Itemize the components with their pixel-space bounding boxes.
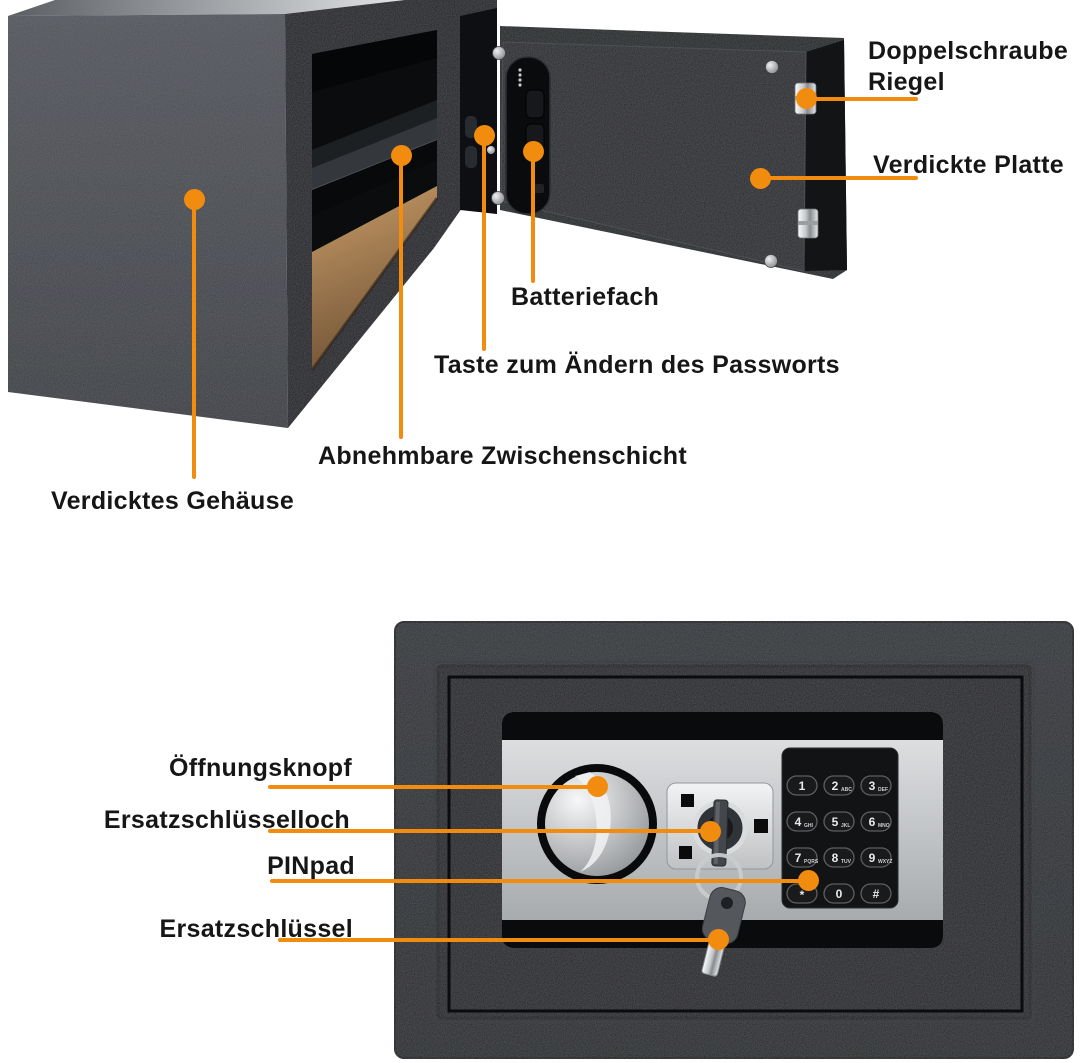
leader-line-oeffnungsknopf [268,785,598,789]
leader-dot-schluesselloch [700,821,721,842]
leader-line-zwischenschicht [399,154,403,439]
leader-line-gehaeuse [192,198,196,479]
leader-dot-oeffnungsknopf [587,776,608,797]
leader-dot-batteriefach [523,141,544,162]
label-schluesselloch: Ersatzschlüsselloch [103,806,350,834]
label-zwischenschicht: Abnehmbare Zwischenschicht [318,442,687,470]
label-pinpad: PINpad [267,852,355,880]
keypad-letters-tuv: TUV [841,859,852,865]
keypad-key-1: 1 [799,779,806,793]
leader-dot-gehaeuse [184,189,205,210]
hinge-knuckle [465,146,477,168]
keypad-letters-jkl: JKL [841,823,850,829]
hinge-column [460,8,497,214]
leader-dot-ersatzschluessel [708,929,729,950]
label-batteriefach: Batteriefach [511,283,660,311]
keypad-letters-mno: MNO [878,823,890,829]
door-inner-plate [500,41,807,272]
leader-line-taste-passwort [482,134,486,351]
opening-knob [537,764,657,884]
pin-pad: 1 2 3 4 5 6 7 8 9 * 0 # ABC DEF GHI [781,747,899,909]
label-oeffnungsknopf: Öffnungsknopf [168,754,352,782]
leader-dot-pinpad [798,870,819,891]
label-doppelschraube-riegel: Doppelschraube Riegel [868,36,1068,98]
leader-line-pinpad [270,879,810,883]
label-doppelschraube-line1: Doppelschraube [868,37,1069,65]
label-ersatzschluessel: Ersatzschlüssel [159,915,353,943]
leader-line-doppelschraube [806,97,918,101]
hinge-screw [487,146,495,154]
battery-compartment [505,56,551,215]
keypad-key-4: 4 [795,815,802,829]
label-gehaeuse: Verdicktes Gehäuse [51,487,295,515]
keypad-letters-wxyz: WXYZ [878,859,892,865]
label-verdickte-platte: Verdickte Platte [873,151,1065,179]
keypad-key-8: 8 [832,851,839,865]
keypad-key-7: 7 [795,851,802,865]
leader-dot-verdickte-platte [750,168,771,189]
keypad-key-2: 2 [832,779,839,793]
floor-front-seam [310,197,439,371]
leader-line-ersatzschluessel [278,938,720,942]
safe-top-face [8,0,405,16]
label-taste-passwort: Taste zum Ändern des Passworts [434,351,840,379]
leader-dot-zwischenschicht [391,145,412,166]
leader-dot-taste-passwort [474,125,495,146]
keypad-key-5: 5 [832,815,839,829]
panel-top-strip [502,712,943,740]
label-doppelschraube-line2: Riegel [868,68,945,96]
closed-safe-illustration: 1 2 3 4 5 6 7 8 9 * 0 # ABC DEF GHI [394,621,1074,1059]
keypad-letters-pqrs: PQRS [804,859,819,865]
safe-left-face [8,14,288,428]
open-safe-illustration [8,0,847,428]
door-ridge-highlight [433,661,1035,1023]
leader-line-batteriefach [531,150,535,283]
wood-floor-board [312,186,437,370]
door-inner-seam [447,675,1024,1013]
leader-line-verdickte-platte [760,176,918,180]
keypad-letters-ghi: GHI [804,823,814,829]
leader-dot-doppelschraube [796,88,817,109]
keypad-key-hash: # [873,887,880,901]
keypad-key-9: 9 [869,851,876,865]
keypad-letters-abc: ABC [841,787,852,793]
keypad-key-0: 0 [836,887,843,901]
shelf-top-surface [312,100,437,168]
leader-line-schluesselloch [268,829,712,833]
keypad-key-6: 6 [869,815,876,829]
interior-top-shadow [312,30,437,92]
keypad-key-3: 3 [869,779,876,793]
keypad-key-star: * [800,888,805,902]
removable-shelf [312,118,437,190]
keypad-letters-def: DEF [878,787,888,793]
knob-highlight [575,772,611,872]
door-plate-screws [491,46,779,268]
